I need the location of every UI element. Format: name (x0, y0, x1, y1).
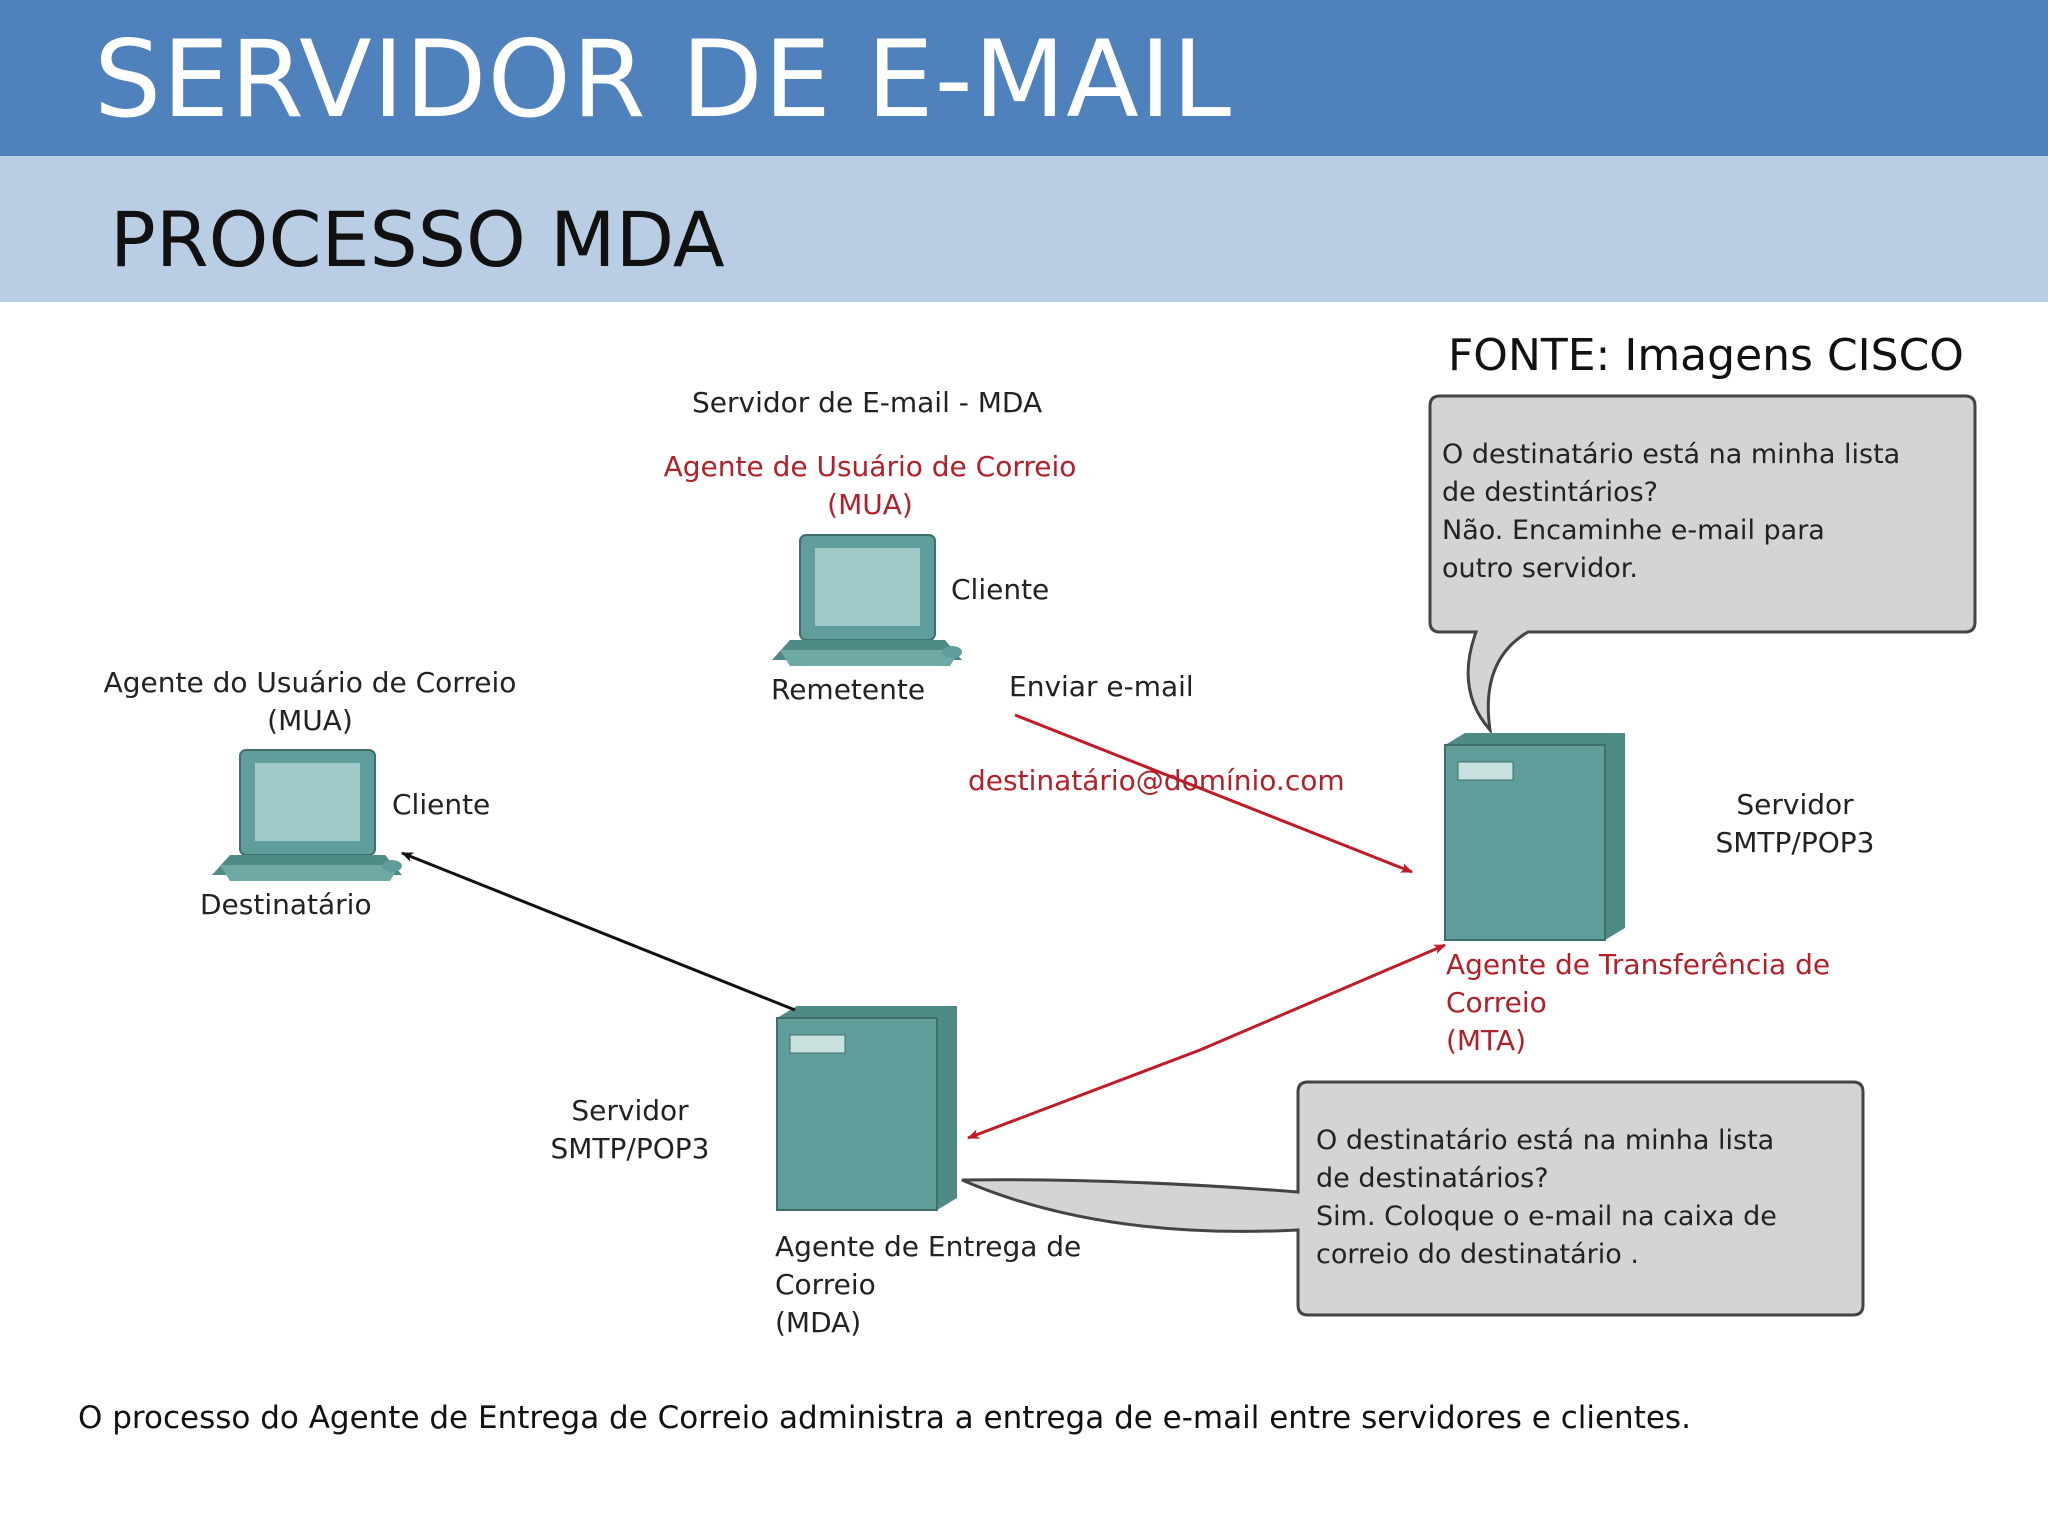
mda-server-protocol: SMTP/POP3 (550, 1132, 710, 1165)
sender-role-abbr: (MUA) (827, 488, 913, 521)
title-bar (0, 0, 2048, 156)
source-credit: FONTE: Imagens CISCO (1448, 330, 1964, 381)
mta-to-mda-arrow (967, 1048, 1201, 1140)
mda-role-line3: (MDA) (775, 1306, 862, 1339)
mta-server-label: Servidor (1736, 788, 1854, 821)
mta-server-protocol: SMTP/POP3 (1715, 826, 1875, 859)
email-address-label: destinatário@domínio.com (968, 764, 1345, 797)
diagram-caption: O processo do Agente de Entrega de Corre… (78, 1400, 1691, 1436)
slide-title: SERVIDOR DE E-MAIL (94, 18, 1233, 141)
speech-bubble-top (1428, 394, 1977, 735)
mta-role-line3: (MTA) (1446, 1024, 1527, 1057)
subtitle-bar (0, 156, 2048, 302)
bubble-top-line3: Não. Encaminhe e-mail para (1442, 515, 1825, 546)
bubble-bottom-line4: correio do destinatário . (1316, 1239, 1639, 1270)
bubble-bottom-line1: O destinatário está na minha lista (1316, 1125, 1775, 1156)
recipient-role-label: Agente do Usuário de Correio (103, 666, 517, 699)
sender-client-label: Cliente (951, 573, 1050, 606)
recipient-computer-icon (212, 749, 402, 881)
mta-role-line1: Agente de Transferência de (1446, 948, 1831, 981)
mda-to-mta-arrow (1199, 943, 1446, 1052)
send-email-arrow (1014, 713, 1413, 874)
bubble-top-line4: outro servidor. (1442, 553, 1638, 584)
send-email-label: Enviar e-mail (1009, 670, 1194, 703)
recipient-role-abbr: (MUA) (267, 704, 353, 737)
delivery-arrow (401, 851, 796, 1012)
bubble-bottom-line3: Sim. Coloque o e-mail na caixa de (1316, 1201, 1777, 1232)
sender-role-label: Agente de Usuário de Correio (663, 450, 1077, 483)
diagram-heading: Servidor de E-mail - MDA (692, 386, 1043, 419)
bubble-top-line2: de destintários? (1442, 477, 1658, 508)
sender-name-label: Remetente (771, 673, 926, 706)
mda-server-icon (776, 1006, 957, 1211)
bubble-bottom-line2: de destinatários? (1316, 1163, 1549, 1194)
recipient-client-label: Cliente (392, 788, 491, 821)
mda-role-line2: Correio (775, 1268, 876, 1301)
bubble-top-line1: O destinatário está na minha lista (1442, 439, 1901, 470)
sender-computer-icon (772, 534, 962, 666)
mta-server-icon (1444, 733, 1625, 941)
recipient-name-label: Destinatário (200, 888, 372, 921)
mda-role-line1: Agente de Entrega de (775, 1230, 1082, 1263)
speech-bubble-bottom (961, 1080, 1865, 1317)
mda-server-label: Servidor (571, 1094, 689, 1127)
mta-role-line2: Correio (1446, 986, 1547, 1019)
slide-subtitle: PROCESSO MDA (110, 195, 725, 284)
